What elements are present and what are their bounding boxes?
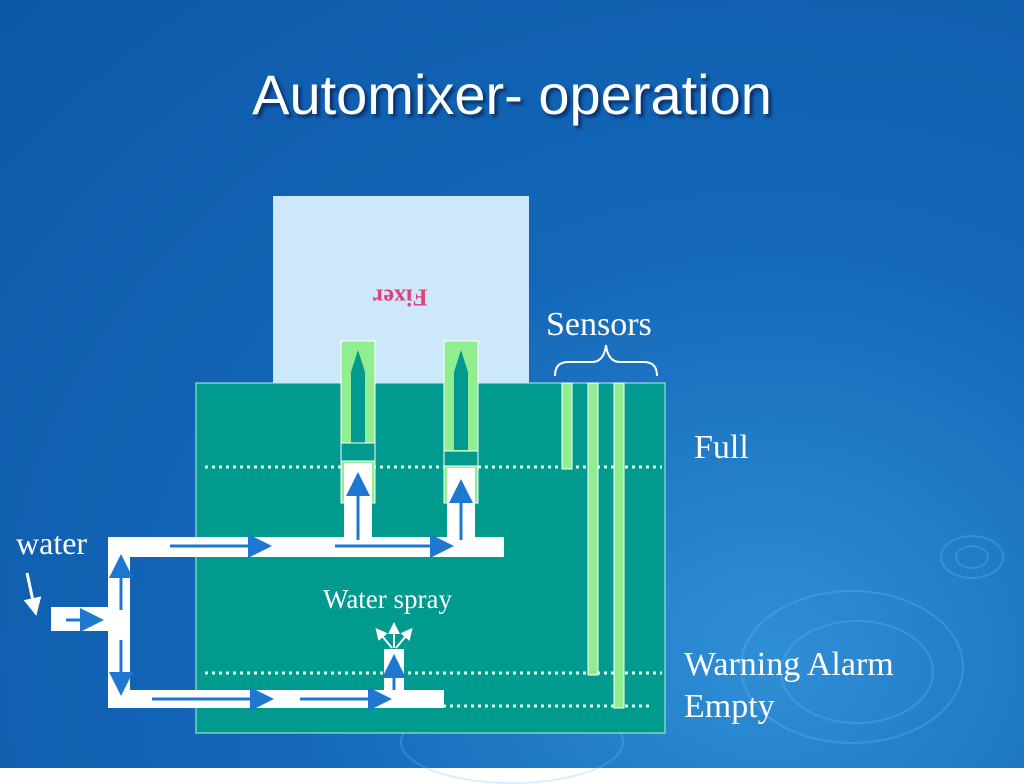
water-pipes: [51, 498, 504, 708]
sensors-label: Sensors: [546, 306, 652, 343]
flow-arrows: [66, 472, 473, 711]
sensor-warning: [587, 382, 599, 676]
water-label: water: [16, 525, 88, 561]
spray-arrows: [375, 622, 413, 649]
ripple-decoration: [940, 535, 1004, 579]
full-label: Full: [694, 429, 749, 466]
ripple-decoration: [780, 620, 934, 724]
sensor-empty: [613, 382, 625, 709]
empty-label: Empty: [684, 688, 775, 725]
fixer-container: [273, 196, 529, 386]
sensor-full: [561, 382, 573, 470]
mixing-tank: [195, 382, 666, 734]
water-inlet-arrow: [23, 572, 42, 616]
fixer-label: Fixer: [372, 283, 427, 309]
ripple-decoration: [955, 545, 989, 569]
water-spray-label: Water spray: [323, 584, 453, 614]
warning-alarm-label: Warning Alarm: [684, 646, 894, 683]
valve-right: [443, 340, 479, 504]
slide-title: Automixer- operation: [252, 63, 772, 126]
automixer-diagram: Fixer: [23, 196, 666, 734]
sensors-brace: [554, 344, 658, 377]
ripple-decoration: [740, 590, 964, 744]
